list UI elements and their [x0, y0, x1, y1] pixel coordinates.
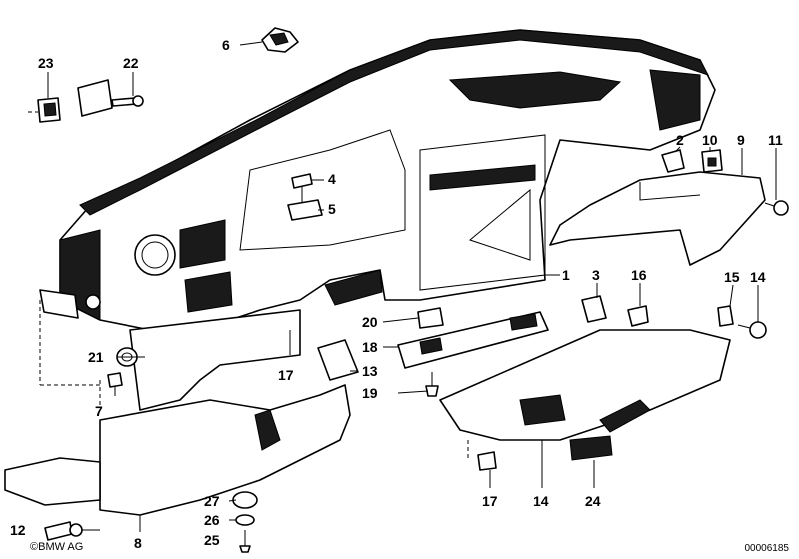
part-15-screw	[737, 321, 767, 339]
dashboard-body	[39, 29, 716, 331]
callout-3: 3	[592, 267, 600, 283]
part-7-screw	[107, 372, 123, 396]
part-24-clip	[37, 97, 61, 123]
callout-5: 5	[328, 201, 336, 217]
callout-17-upper: 16	[631, 267, 647, 283]
callout-18: 17	[278, 367, 294, 383]
diagram-reference-number: 00006185	[744, 543, 790, 554]
part-19-rail	[397, 311, 549, 369]
part-5-nut	[287, 199, 323, 221]
part-14-glovebox	[439, 329, 731, 441]
part-18-panel	[129, 309, 301, 411]
callout-20: 19	[362, 385, 378, 401]
part-26-screw	[239, 530, 251, 553]
callout-4: 4	[328, 171, 336, 187]
callout-14: 14	[533, 493, 549, 509]
part-21-clip	[417, 307, 444, 329]
callout-21: 20	[362, 314, 378, 330]
part-8-lower-trim	[4, 384, 351, 516]
callout-13: 13	[362, 363, 378, 379]
leader-lines	[28, 41, 777, 532]
part-6-clip	[261, 27, 299, 53]
part-23-bracket	[77, 79, 144, 117]
callout-27: 26	[204, 512, 220, 528]
callout-6: 6	[222, 37, 230, 53]
part-4-screw	[291, 173, 313, 205]
callout-24: 23	[38, 55, 54, 71]
callout-2: 2	[676, 132, 684, 148]
callout-25: 24	[585, 493, 601, 509]
part-13-bracket	[317, 339, 359, 381]
callout-23: 22	[123, 55, 139, 71]
callout-10: 10	[702, 132, 718, 148]
callout-1: 1	[562, 267, 570, 283]
part-16-clip	[717, 305, 734, 327]
callout-12: 12	[10, 522, 26, 538]
callout-9: 9	[737, 132, 745, 148]
callout-17-lower: 17	[482, 493, 498, 509]
part-25-pad	[569, 435, 613, 461]
callout-labels: 6 23 22 4 5 1 2 10 9 11 3 16 15 14 20 18…	[10, 37, 783, 551]
part-3-clip	[581, 295, 607, 323]
part-17-screw-lower	[477, 451, 497, 471]
callout-11: 11	[768, 132, 783, 148]
callout-8: 8	[134, 535, 142, 551]
part-12-screw	[44, 521, 83, 541]
part-17-screw-upper	[627, 305, 649, 327]
callout-22: 21	[88, 349, 104, 365]
part-9-bracket	[549, 171, 766, 266]
callout-16: 15	[724, 269, 740, 285]
part-2-pin	[661, 149, 685, 173]
callout-15: 14	[750, 269, 766, 285]
callout-19: 18	[362, 339, 378, 355]
copyright-brand: ©BMW AG	[30, 541, 84, 553]
part-10-clip	[701, 149, 723, 173]
part-28-grommet	[232, 491, 258, 509]
part-20-screw	[425, 372, 439, 397]
callout-28: 27	[204, 493, 220, 509]
part-11-screw	[764, 200, 789, 216]
part-27-washer	[235, 514, 255, 526]
callout-26: 25	[204, 532, 220, 548]
callout-7: 7	[95, 403, 103, 419]
